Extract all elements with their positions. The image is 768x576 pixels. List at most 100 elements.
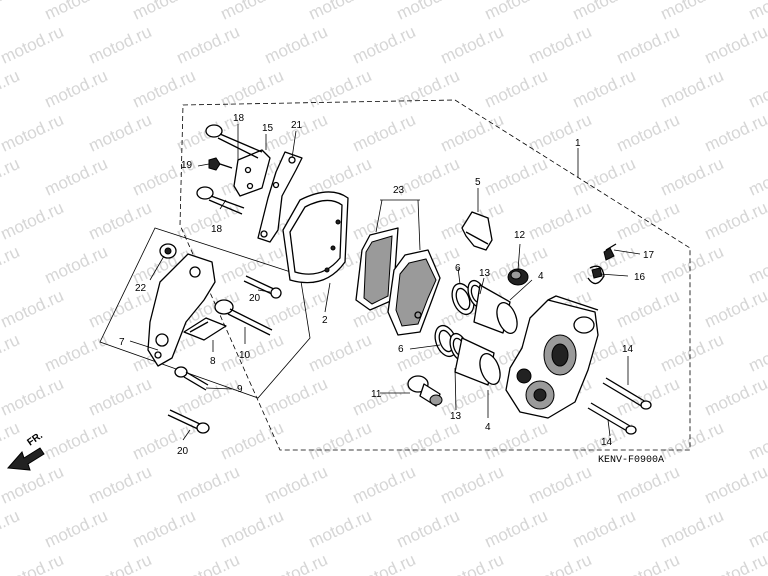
callout-17: 17 — [643, 250, 655, 261]
watermark-text: motod.ru — [350, 22, 419, 68]
watermark-text: motod.ru — [174, 198, 243, 244]
watermark-text: motod.ru — [306, 154, 375, 200]
watermark-text: motod.ru — [438, 462, 507, 508]
part-bracket-bolt-upper — [243, 275, 282, 299]
watermark-text: motod.ru — [174, 22, 243, 68]
part-pad-retainer — [183, 317, 227, 341]
watermark-text: motod.ru — [262, 462, 331, 508]
watermark-text: motod.ru — [658, 506, 727, 552]
callout-10: 10 — [239, 350, 251, 361]
leader-lines — [129, 124, 641, 441]
watermark-text: motod.ru — [526, 550, 595, 576]
watermark-text: motod.ru — [0, 506, 22, 552]
part-brake-pad-inner — [387, 249, 441, 336]
callout-18b: 18 — [211, 224, 223, 235]
callout-5: 5 — [475, 177, 481, 188]
watermark-text: motod.ru — [702, 462, 768, 508]
callout-7: 7 — [119, 337, 125, 348]
watermark-text: motod.ru — [614, 462, 683, 508]
watermark-text: motod.ru — [174, 374, 243, 420]
watermark-text: motod.ru — [130, 66, 199, 112]
watermark-text: motod.ru — [658, 0, 727, 24]
callout-1: 1 — [575, 138, 581, 149]
callout-4a: 4 — [538, 271, 544, 282]
watermark-text: motod.ru — [218, 506, 287, 552]
watermark-text: motod.ru — [394, 66, 463, 112]
callout-15: 15 — [262, 123, 274, 134]
watermark-text: motod.ru — [658, 330, 727, 376]
watermark-text: motod.ru — [218, 66, 287, 112]
callout-14b: 14 — [601, 437, 613, 448]
watermark-text: motod.ru — [0, 66, 22, 112]
watermark-text: motod.ru — [218, 0, 287, 24]
watermark-text: motod.ru — [482, 154, 551, 200]
watermark-text: motod.ru — [658, 154, 727, 200]
part-plug-bolt — [208, 157, 233, 171]
watermark-text: motod.ru — [42, 0, 111, 24]
watermark-text: motod.ru — [746, 330, 768, 376]
watermark-text: motod.ru — [438, 550, 507, 576]
part-slide-pin-upper — [602, 377, 652, 410]
watermark-text: motod.ru — [658, 66, 727, 112]
part-bracket-pin-bolt — [214, 299, 273, 336]
watermark-text: motod.ru — [526, 110, 595, 156]
part-piston-upper — [473, 284, 518, 334]
part-caliper-bracket — [147, 253, 216, 367]
watermark-text: motod.ru — [482, 66, 551, 112]
watermark-text: motod.ru — [0, 22, 66, 68]
watermark-text: motod.ru — [438, 110, 507, 156]
watermark-text: motod.ru — [0, 374, 66, 420]
part-slide-pin-lower — [587, 402, 637, 435]
watermark-text: motod.ru — [86, 110, 155, 156]
watermark-text: motod.ru — [702, 374, 768, 420]
watermark-text: motod.ru — [42, 154, 111, 200]
watermark-text: motod.ru — [658, 242, 727, 288]
watermark-text: motod.ru — [746, 66, 768, 112]
part-bleeder-cap — [587, 265, 605, 285]
part-pad-spring — [461, 211, 493, 251]
watermark-text: motod.ru — [262, 550, 331, 576]
part-pad-shim — [282, 191, 349, 284]
watermark-text: motod.ru — [0, 462, 66, 508]
callout-18a: 18 — [233, 113, 245, 124]
part-pad-pin-bolt-lower — [196, 186, 245, 215]
watermark-text: motod.ru — [482, 418, 551, 464]
watermark-text: motod.ru — [570, 66, 639, 112]
watermark-text: motod.ru — [350, 110, 419, 156]
watermark-text: motod.ru — [350, 550, 419, 576]
callout-12: 12 — [514, 230, 526, 241]
callout-11: 11 — [371, 389, 382, 400]
part-caliper-body — [505, 295, 599, 419]
watermark-text: motod.ru — [614, 286, 683, 332]
watermark-text: motod.ru — [394, 506, 463, 552]
part-bracket-seal — [159, 243, 177, 259]
watermark-text: motod.ru — [702, 110, 768, 156]
watermark-text: motod.ru — [614, 374, 683, 420]
part-pin-bolt — [407, 375, 443, 407]
watermark-text: motod.ru — [394, 418, 463, 464]
watermark-text: motod.ru — [86, 22, 155, 68]
callout-13b: 13 — [450, 411, 462, 422]
callout-21: 21 — [291, 120, 303, 131]
watermark-text: motod.ru — [86, 462, 155, 508]
watermark-text: motod.ru — [570, 0, 639, 24]
part-bleeder-screw — [603, 243, 617, 261]
watermark-text: motod.ru — [174, 462, 243, 508]
watermark-text: motod.ru — [0, 330, 22, 376]
watermark-text: motod.ru — [42, 66, 111, 112]
watermark-text: motod.ru — [702, 550, 768, 576]
watermark-text: motod.ru — [350, 462, 419, 508]
watermark-text: motod.ru — [262, 374, 331, 420]
callout-19: 19 — [181, 160, 193, 171]
callout-22: 22 — [135, 283, 147, 294]
watermark-text: motod.ru — [86, 374, 155, 420]
watermark-text: motod.ru — [130, 506, 199, 552]
caliper-assembly-boundary — [179, 99, 691, 451]
watermark-text: motod.ru — [746, 418, 768, 464]
watermark-text: motod.ru — [86, 198, 155, 244]
watermark-text: motod.ru — [306, 506, 375, 552]
callout-20b: 20 — [177, 446, 189, 457]
watermark-text: motod.ru — [174, 550, 243, 576]
watermark-text: motod.ru — [130, 0, 199, 24]
watermark-text: motod.ru — [42, 330, 111, 376]
